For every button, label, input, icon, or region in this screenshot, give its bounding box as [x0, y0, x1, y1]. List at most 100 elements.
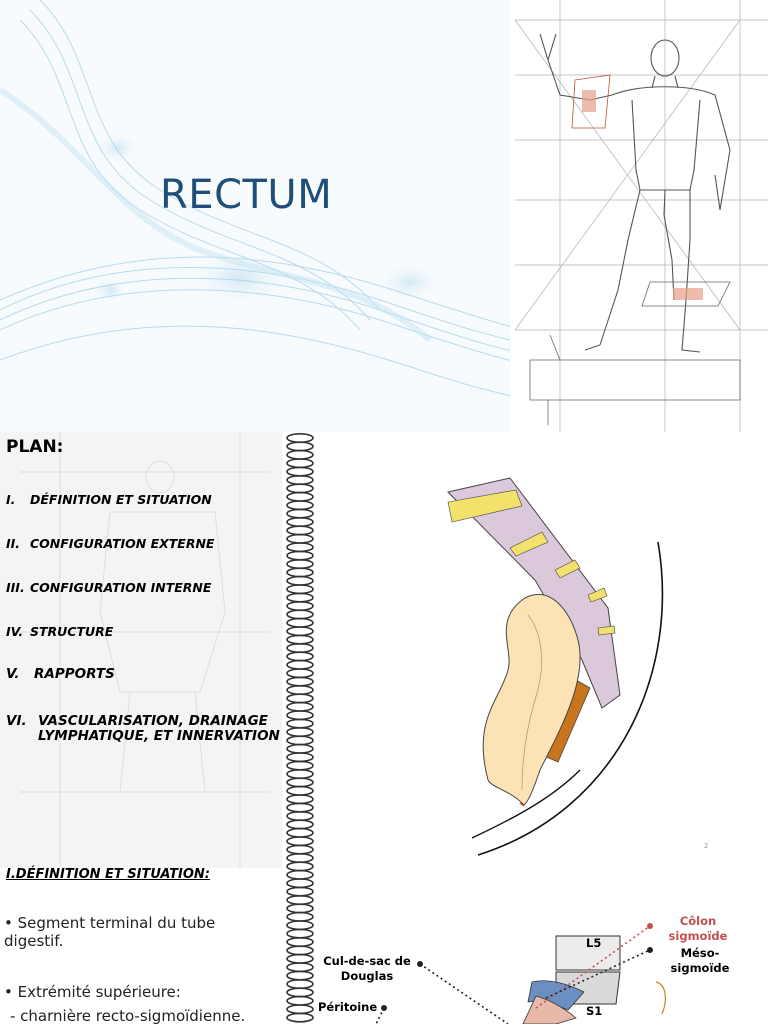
plan-item-1: I. DÉFINITION ET SITUATION — [6, 492, 212, 507]
spiral-coil — [286, 550, 314, 561]
spiral-coil — [286, 827, 314, 838]
spiral-coil — [286, 768, 314, 779]
spiral-coil — [286, 491, 314, 502]
spiral-coil — [286, 449, 314, 460]
spiral-coil — [286, 517, 314, 528]
spiral-coil — [286, 777, 314, 788]
spiral-coil — [286, 676, 314, 687]
spiral-coil — [286, 701, 314, 712]
spiral-coil — [286, 802, 314, 813]
spiral-coil — [286, 936, 314, 947]
spiral-coil — [286, 752, 314, 763]
plan-item-6: VI.VASCULARISATION, DRAINAGE LYMPHATIQUE… — [6, 714, 288, 744]
spiral-coil — [286, 945, 314, 956]
spiral-coil — [286, 601, 314, 612]
spiral-coil — [286, 819, 314, 830]
spiral-coil — [286, 718, 314, 729]
spiral-coil — [286, 1004, 314, 1015]
plan-item-4: IV. STRUCTURE — [6, 624, 113, 639]
spiral-coil — [286, 852, 314, 863]
colon-sigmoid-label: Côlon sigmoïde — [668, 914, 728, 943]
spiral-coil — [286, 508, 314, 519]
plan-item-number: II. — [6, 536, 21, 551]
plan-item-label: VASCULARISATION, DRAINAGE LYMPHATIQUE, E… — [38, 713, 280, 744]
spiral-coil — [286, 500, 314, 511]
spiral-coil — [286, 1012, 314, 1023]
spiral-coil — [286, 685, 314, 696]
spiral-coil — [286, 441, 314, 452]
plan-item-label: CONFIGURATION INTERNE — [30, 580, 212, 595]
anatomy-figure — [510, 0, 768, 432]
spiral-coil — [286, 726, 314, 737]
spiral-coil — [286, 978, 314, 989]
spiral-coil — [286, 592, 314, 603]
spiral-coil — [286, 458, 314, 469]
spiral-coil — [286, 634, 314, 645]
title-slide: RECTUM — [0, 0, 768, 432]
spiral-coil — [286, 533, 314, 544]
s1-vertebra-label: S1 — [586, 1004, 603, 1018]
spiral-coil — [286, 810, 314, 821]
spiral-coil — [286, 953, 314, 964]
spiral-coil — [286, 466, 314, 477]
spiral-coil — [286, 483, 314, 494]
spiral-coil — [286, 894, 314, 905]
plan-item-5: V. RAPPORTS — [6, 667, 115, 682]
spiral-coil — [286, 785, 314, 796]
plan-item-number: III. — [6, 580, 25, 595]
spiral-coil — [286, 693, 314, 704]
rectum-side-drawing — [447, 477, 664, 856]
peritoneum-label: Péritoine — [318, 1000, 378, 1014]
plan-item-label: STRUCTURE — [30, 624, 114, 639]
spiral-coil — [286, 643, 314, 654]
plan-item-number: V. — [6, 666, 20, 682]
plan-item-number: IV. — [6, 624, 24, 639]
spiral-coil — [286, 584, 314, 595]
spiral-coil — [286, 710, 314, 721]
spiral-coil — [286, 995, 314, 1006]
spiral-coil — [286, 836, 314, 847]
pelvis-section-drawing — [375, 923, 666, 1024]
plan-heading: PLAN: — [6, 437, 64, 457]
spiral-coil — [286, 886, 314, 897]
spiral-coil — [286, 878, 314, 889]
section-heading: I.DÉFINITION ET SITUATION: — [6, 867, 211, 882]
plan-item-3: III. CONFIGURATION INTERNE — [6, 580, 211, 595]
spiral-binding — [286, 433, 314, 1023]
spiral-coil — [286, 651, 314, 662]
faded-figure-watermark — [20, 432, 270, 868]
plan-item-2: II.CONFIGURATION EXTERNE — [6, 536, 214, 551]
plan-item-label: RAPPORTS — [34, 666, 115, 682]
spiral-coil — [286, 525, 314, 536]
spiral-coil — [286, 567, 314, 578]
spiral-coil — [286, 928, 314, 939]
plan-item-number: I. — [6, 492, 16, 507]
spiral-coil — [286, 609, 314, 620]
spiral-coil — [286, 617, 314, 628]
spiral-coil — [286, 743, 314, 754]
spiral-coil — [286, 911, 314, 922]
douglas-pouch-label: Cul-de-sac de Douglas — [323, 954, 411, 983]
spiral-coil — [286, 668, 314, 679]
spiral-coil — [286, 433, 314, 443]
plan-panel — [0, 432, 282, 868]
spiral-coil — [286, 861, 314, 872]
spiral-coil — [286, 474, 314, 485]
spiral-coil — [286, 575, 314, 586]
slide-title: RECTUM — [160, 172, 333, 218]
spiral-coil — [286, 970, 314, 981]
bullet-definition: • Segment terminal du tube digestif. — [4, 914, 216, 950]
spiral-coil — [286, 659, 314, 670]
l5-vertebra-label: L5 — [586, 936, 602, 950]
plan-item-label: DÉFINITION ET SITUATION — [30, 492, 212, 507]
spiral-coil — [286, 760, 314, 771]
spiral-coil — [286, 844, 314, 855]
page-number: 2 — [704, 842, 709, 850]
spiral-coil — [286, 903, 314, 914]
spiral-coil — [286, 869, 314, 880]
spiral-coil — [286, 626, 314, 637]
spiral-coil — [286, 920, 314, 931]
spiral-coil — [286, 794, 314, 805]
spiral-coil — [286, 542, 314, 553]
spiral-coil — [286, 559, 314, 570]
